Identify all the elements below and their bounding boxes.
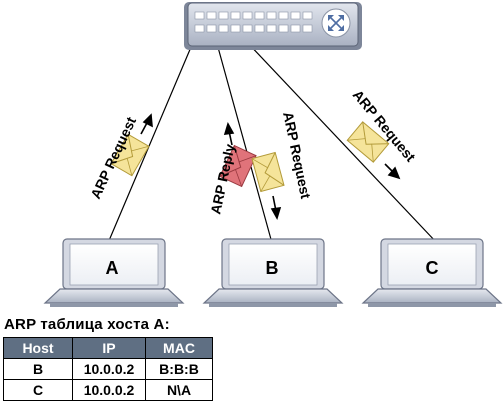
arp-table-header-row: Host IP MAC xyxy=(3,337,213,359)
switch-ports xyxy=(194,11,313,33)
envelope-reply-b-icon xyxy=(219,144,257,188)
arp-table: Host IP MAC B 10.0.0.2 B:B:B C 10.0.0.2 … xyxy=(3,337,213,401)
link-switch-c xyxy=(244,39,438,244)
host-label-b: B xyxy=(266,258,279,278)
cell-mac: B:B:B xyxy=(145,358,213,380)
laptop-c xyxy=(361,238,503,307)
envelope-request-a-icon xyxy=(110,133,150,177)
laptop-a xyxy=(43,238,185,307)
host-label-a: A xyxy=(106,258,119,278)
link-switch-b xyxy=(215,39,273,244)
arrow-down-b-icon xyxy=(270,195,282,221)
arrow-up-b-icon xyxy=(223,121,235,146)
switch xyxy=(184,2,362,50)
header-mac: MAC xyxy=(145,337,213,359)
cell-ip: 10.0.0.2 xyxy=(72,358,146,380)
cell-ip: 10.0.0.2 xyxy=(72,379,146,401)
header-host: Host xyxy=(3,337,73,359)
link-switch-a xyxy=(107,39,195,244)
host-label-c: C xyxy=(426,258,439,278)
cell-host: B xyxy=(3,358,73,380)
cell-mac: N\A xyxy=(145,379,213,401)
header-ip: IP xyxy=(72,337,146,359)
envelope-request-c-icon xyxy=(346,121,390,163)
connection-lines xyxy=(107,39,438,244)
envelope-request-b-icon xyxy=(251,151,285,193)
arrow-down-c-icon xyxy=(384,163,401,180)
switch-logo-icon xyxy=(321,8,351,38)
arrow-up-a-icon xyxy=(140,113,153,135)
cell-host: C xyxy=(3,379,73,401)
arp-table-title: ARP таблица хоста A: xyxy=(4,316,170,333)
label-arp-request-b: ARP Request xyxy=(280,110,314,200)
table-row: B 10.0.0.2 B:B:B xyxy=(3,358,213,380)
table-row: C 10.0.0.2 N\A xyxy=(3,379,213,401)
laptop-b xyxy=(202,238,344,307)
